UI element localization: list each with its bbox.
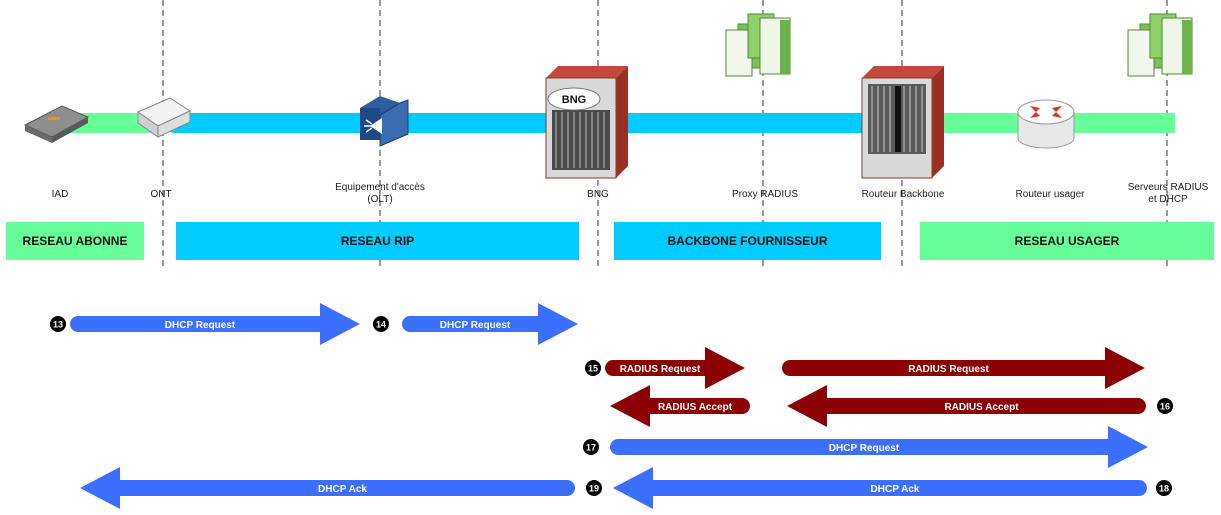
segment-backbone-fournisseur: BACKBONE FOURNISSEUR [614,222,881,260]
step-number-badge: 16 [1157,398,1173,414]
link-rip-backbone [165,113,890,133]
message-label: DHCP Ack [318,484,367,495]
message-arrow-radius: RADIUS Request [782,347,1145,389]
arrow-body [610,385,742,427]
step-number: 17 [586,443,596,453]
node-label-routeur-usager: Routeur usager [1015,189,1085,200]
segment-reseau-abonne: RESEAU ABONNE [6,222,144,260]
step-number-badge: 15 [585,360,601,376]
message-arrow-dhcp: DHCP Request [610,426,1148,468]
step-number: 13 [53,320,63,330]
message-arrow-radius: RADIUS Accept [787,385,1146,427]
node-label-proxy-radius: Proxy RADIUS [731,189,799,200]
arrow-body [410,303,578,345]
message-arrow-dhcp: DHCP Ack [613,467,1147,509]
node-label-bng: BNG [587,189,609,200]
arrow-body [613,347,745,389]
step-number-badge: 14 [373,316,389,332]
node-label-olt: Equipement d'accès (OLT) [335,182,425,205]
message-label: DHCP Request [440,320,511,331]
olt-device-icon [360,96,409,147]
arrow-body [613,467,1139,509]
step-number: 15 [588,364,598,374]
step-number: 18 [1159,484,1169,494]
step-number: 19 [589,484,599,494]
message-label: DHCP Request [165,320,236,331]
message-label: RADIUS Accept [944,402,1019,413]
message-label: RADIUS Request [620,364,701,375]
arrow-body [78,303,360,345]
step-number-badge: 18 [1156,480,1172,496]
node-label-ont: ONT [150,189,172,200]
arrow-body [790,347,1145,389]
node-label-routeur-backbone: Routeur Backbone [861,189,945,200]
arrow-body [80,467,567,509]
ont-device-icon [136,97,192,138]
radius-dhcp-servers-icon [1127,13,1193,77]
message-label: DHCP Request [829,443,900,454]
segment-reseau-usager: RESEAU USAGER [920,222,1214,260]
step-number: 14 [376,320,386,330]
proxy-server-icon [725,13,791,77]
node-label-iad: IAD [51,189,69,200]
segment-reseau-rip: RESEAU RIP [176,222,579,260]
message-label: DHCP Ack [871,484,920,495]
step-number-badge: 13 [50,316,66,332]
step-number-badge: 17 [583,439,599,455]
arrow-body [618,426,1148,468]
user-router-icon [1017,99,1075,149]
network-link-band [40,113,1175,133]
message-arrow-radius: RADIUS Request [605,347,745,389]
message-arrow-radius: RADIUS Accept [610,385,750,427]
node-label-serveurs: Serveurs RADIUS et DHCP [1127,182,1209,205]
bng-device-badge [547,87,601,111]
bng-device-text: BNG [562,94,586,106]
message-arrow-dhcp: DHCP Request [402,303,578,345]
message-arrow-dhcp: DHCP Request [70,303,360,345]
backbone-router-icon [861,66,944,179]
message-label: RADIUS Accept [658,402,733,413]
arrow-body [787,385,1138,427]
step-number-badge: 19 [586,480,602,496]
bng-device-icon [545,66,628,179]
message-arrow-dhcp: DHCP Ack [80,467,575,509]
message-label: RADIUS Request [908,364,989,375]
iad-device-icon [23,105,90,143]
step-number: 16 [1160,402,1170,412]
